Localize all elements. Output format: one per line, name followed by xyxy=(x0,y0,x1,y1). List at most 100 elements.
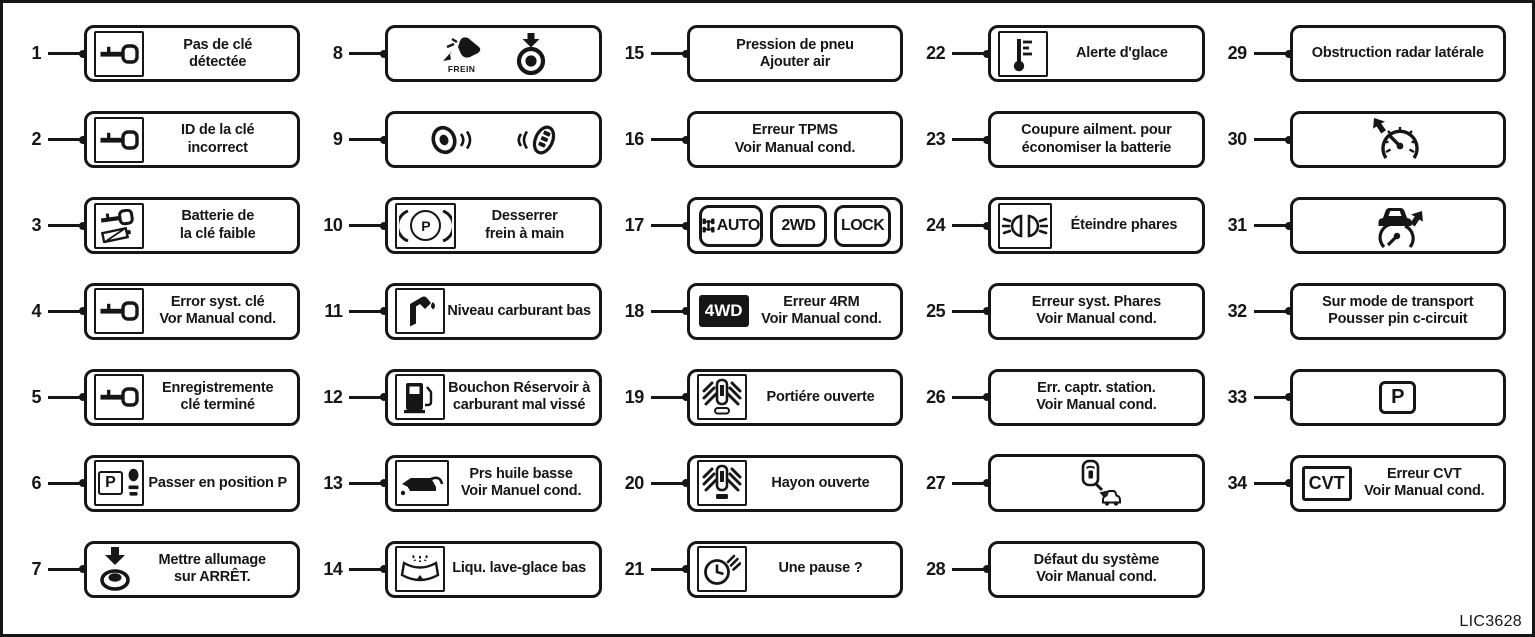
grid-cell: 11 Niveau carburant bas xyxy=(312,269,613,355)
message-text: Liqu. lave-glace bas xyxy=(445,560,592,577)
message-line: Alerte d'glace xyxy=(1076,45,1168,62)
item-number: 28 xyxy=(926,558,946,579)
item-number: 32 xyxy=(1227,300,1248,321)
item-number: 16 xyxy=(624,129,645,150)
icon-frame xyxy=(696,374,747,421)
item-number: 21 xyxy=(624,558,645,579)
display-box xyxy=(988,454,1205,513)
leader-line xyxy=(48,307,87,316)
leader-line xyxy=(650,135,690,144)
cruise-control-icon xyxy=(1369,117,1427,162)
horn-waves-icon xyxy=(428,123,480,157)
item-number: 20 xyxy=(624,472,645,493)
centered-icons xyxy=(394,121,592,159)
icon-frame xyxy=(97,546,133,592)
item-number: 18 xyxy=(624,300,645,321)
display-box: Portiére ouverte xyxy=(686,368,904,426)
display-box: Alerte d'glace xyxy=(988,25,1205,83)
leader-line xyxy=(650,49,690,58)
display-box: FREIN xyxy=(385,25,602,83)
leader-line xyxy=(48,135,87,144)
display-box: Une pause ? xyxy=(686,540,904,598)
leader-line xyxy=(1253,221,1293,230)
leader-line xyxy=(952,479,992,488)
icon-frame: P xyxy=(395,202,457,249)
mode-button-label: 2WD xyxy=(781,216,816,234)
cvt-badge: CVT xyxy=(1301,465,1352,501)
item-number: 15 xyxy=(624,43,645,64)
item-number: 23 xyxy=(926,129,946,150)
message-line: Voir Manual cond. xyxy=(1036,569,1157,586)
message-text: Err. captr. station.Voir Manual cond. xyxy=(997,380,1195,415)
item-9: 9 xyxy=(312,111,613,169)
leader-line xyxy=(349,479,389,488)
message-line: Mettre allumage xyxy=(158,551,266,568)
display-box: Hayon ouverte xyxy=(686,454,904,512)
leader-line xyxy=(650,307,690,316)
item-14: 14 Liqu. lave-glace bas xyxy=(312,540,613,598)
message-line: Voir Manual cond. xyxy=(1036,311,1157,328)
centered-icons xyxy=(997,459,1195,507)
item-number: 9 xyxy=(332,129,343,150)
parking-brake-icon: P xyxy=(399,209,453,242)
mode-button-lock: LOCK xyxy=(834,204,892,247)
ignition-off-icon xyxy=(97,546,133,592)
display-box xyxy=(385,111,602,169)
message-line: Portiére ouverte xyxy=(766,388,875,405)
icon-frame xyxy=(395,460,450,507)
key-icon xyxy=(99,384,139,410)
message-line: Desserrer xyxy=(491,208,558,225)
display-box: P xyxy=(1289,368,1506,426)
centered-icons: P xyxy=(1299,380,1497,414)
item-number: 30 xyxy=(1227,129,1248,150)
display-box: Obstruction radar latérale xyxy=(1289,25,1506,83)
item-number: 11 xyxy=(324,300,343,321)
display-box: Niveau carburant bas xyxy=(385,282,602,340)
item-number: 31 xyxy=(1227,215,1248,236)
grid-cell: 31 xyxy=(1217,183,1518,269)
item-number: 22 xyxy=(926,43,946,64)
item-number: 14 xyxy=(323,558,343,579)
park-letter: P xyxy=(1379,380,1417,414)
icon-frame xyxy=(94,116,144,163)
item-number: 2 xyxy=(31,129,41,150)
message-line: sur ARRÊT. xyxy=(173,569,251,586)
mode-button-label: AUTO xyxy=(716,216,761,234)
rest-alert-clock-icon xyxy=(703,551,741,587)
item-27: 27 xyxy=(915,454,1216,513)
headlights-icon xyxy=(1002,211,1049,241)
display-box xyxy=(1289,197,1506,255)
message-line: clé terminé xyxy=(180,397,256,414)
leader-line xyxy=(1253,307,1293,316)
start-button-icon xyxy=(514,32,548,75)
item-number: 4 xyxy=(31,300,41,321)
grid-cell: 21 Une pause ? xyxy=(614,526,915,612)
message-line: Erreur 4RM xyxy=(783,294,860,311)
message-line: Hayon ouverte xyxy=(771,474,870,491)
display-box xyxy=(1289,111,1506,169)
icon-frame xyxy=(998,202,1053,249)
item-22: 22 Alerte d'glace xyxy=(915,25,1216,83)
